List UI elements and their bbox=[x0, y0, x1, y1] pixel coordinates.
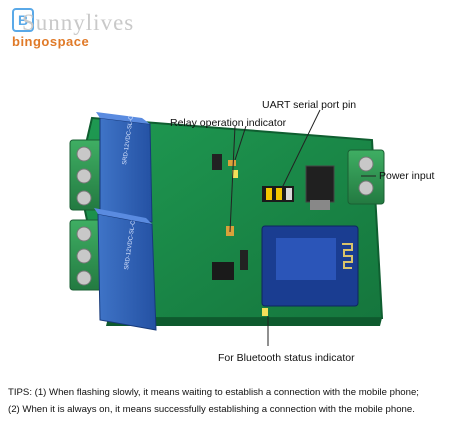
relay-indicator-label: Relay operation indicator bbox=[170, 117, 287, 129]
tips-line-2: (2) When it is always on, it means succe… bbox=[8, 404, 415, 415]
brand-subtitle: bingospace bbox=[12, 34, 90, 49]
ic-chip bbox=[212, 262, 234, 280]
relay-module-photo: SRD-12VDC-SL-C SRD-12VDC-SL-C bbox=[69, 109, 385, 346]
tips-line-1: TIPS: (1) When flashing slowly, it means… bbox=[8, 387, 419, 398]
relay-led bbox=[232, 170, 238, 178]
uart-label: UART serial port pin bbox=[262, 99, 357, 111]
relay-2 bbox=[94, 208, 157, 331]
left-screw-terminal-top bbox=[69, 139, 107, 211]
power-input-terminal bbox=[347, 149, 385, 205]
bluetooth-led bbox=[262, 308, 268, 316]
relay-1 bbox=[96, 112, 153, 223]
brand-logo-icon: B bbox=[12, 8, 34, 32]
watermark-logo: B Sunnylives bingospace bbox=[4, 4, 154, 49]
uart-header bbox=[262, 186, 294, 202]
left-screw-terminal-bottom bbox=[69, 219, 107, 291]
bluetooth-module bbox=[261, 225, 359, 307]
voltage-regulator bbox=[305, 165, 335, 203]
brand-name: Sunnylives bbox=[22, 10, 135, 35]
bluetooth-indicator-label: For Bluetooth status indicator bbox=[218, 352, 355, 364]
diode bbox=[212, 154, 222, 170]
power-input-label: Power input bbox=[379, 170, 435, 182]
